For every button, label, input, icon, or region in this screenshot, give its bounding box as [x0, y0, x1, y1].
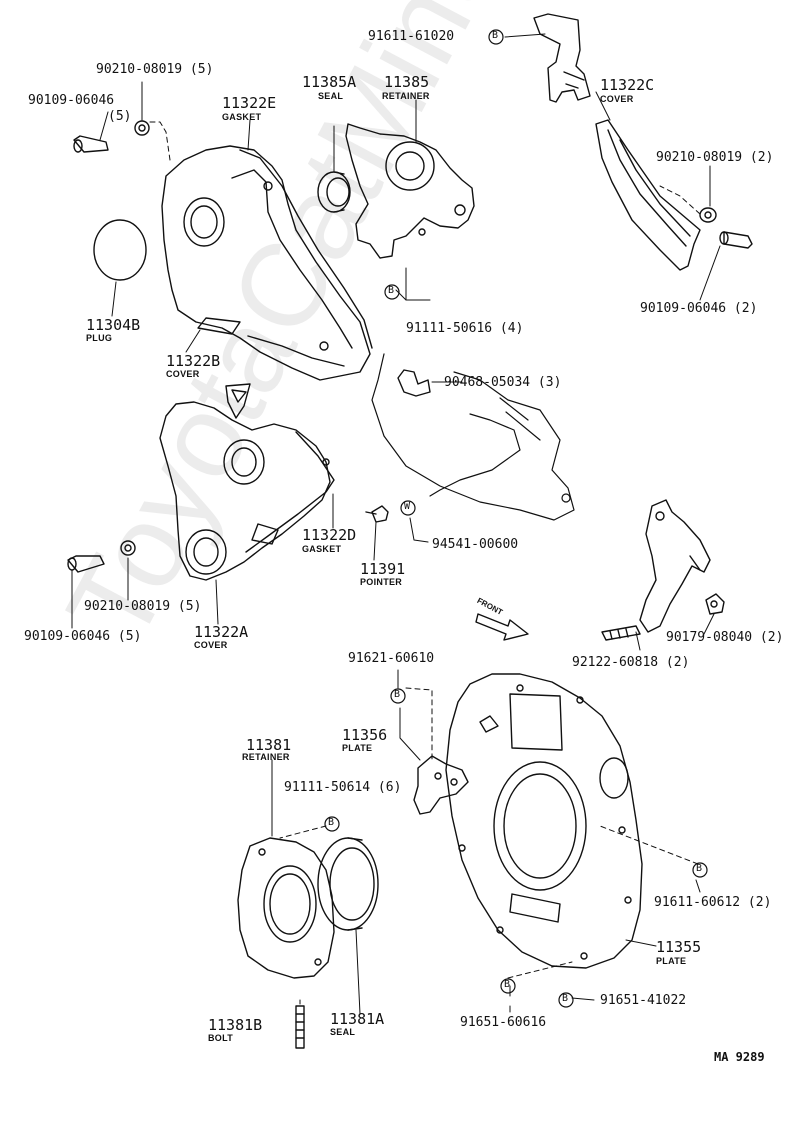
retainer-11381: [237, 837, 335, 979]
bracket-right-lower: [639, 499, 711, 633]
label-90210-08019-top: 90210-08019 (5): [96, 62, 214, 77]
callout-circles: [324, 29, 708, 1008]
front-arrow: [475, 613, 529, 641]
label-11385A: 11385A: [302, 73, 357, 91]
label-91111-50616: 91111-50616 (4): [406, 321, 524, 336]
leader-lines: [71, 33, 721, 1015]
callout-b-6: B: [504, 979, 511, 990]
retainer-11385: [345, 123, 475, 259]
desc-11381: RETAINER: [242, 752, 290, 762]
label-90109-06046-2: 90109-06046 (2): [640, 301, 758, 316]
bolt-90109-mid: [67, 555, 105, 573]
label-11322E: 11322E: [222, 94, 277, 112]
desc-11385: RETAINER: [382, 91, 430, 101]
label-11381: 11381: [246, 736, 292, 754]
callout-b-3: B: [394, 689, 401, 700]
desc-11355: PLATE: [656, 956, 687, 966]
label-91651-41022: 91651-41022: [600, 993, 687, 1008]
label-11322A: 11322A: [194, 623, 249, 641]
callout-w: W: [404, 501, 411, 512]
cover-11322C: [595, 119, 701, 271]
nut-90179: [705, 593, 725, 615]
callout-b-1: B: [492, 30, 499, 41]
stud-92122: [601, 625, 641, 641]
desc-11322A: COVER: [194, 640, 228, 650]
label-11391: 11391: [360, 560, 406, 578]
desc-11381A: SEAL: [330, 1027, 356, 1037]
washer-90210-right: [699, 207, 717, 223]
bolt-90109-top: [73, 135, 109, 153]
desc-11356: PLATE: [342, 743, 373, 753]
washer-90210-top: [134, 120, 150, 136]
label-11322C: 11322C: [600, 76, 655, 94]
label-92122-60818: 92122-60818 (2): [572, 655, 690, 670]
seal-11381A: [317, 837, 379, 931]
desc-11385A: SEAL: [318, 91, 344, 101]
clip-90468: [397, 369, 431, 397]
label-11385: 11385: [384, 73, 430, 91]
upper-bracket: [533, 13, 591, 103]
label-91111-50614: 91111-50614 (6): [284, 780, 402, 795]
desc-11322E: GASKET: [222, 112, 262, 122]
label-90179-08040: 90179-08040 (2): [666, 630, 784, 645]
desc-11304B: PLUG: [86, 333, 113, 343]
bolt-11381B: [295, 1005, 305, 1049]
engine-block-outline: [371, 353, 575, 521]
label-90468-05034: 90468-05034 (3): [444, 375, 562, 390]
callout-b-2: B: [388, 285, 395, 296]
label-90109-06046-top: 90109-06046: [28, 93, 115, 108]
desc-11322D: GASKET: [302, 544, 342, 554]
seal-11385A: [317, 171, 351, 213]
label-90210-08019-mid: 90210-08019 (5): [84, 599, 202, 614]
cover-11322B: [161, 145, 373, 381]
desc-11381B: BOLT: [208, 1033, 234, 1043]
cover-11322A: [159, 383, 335, 581]
desc-11322C: COVER: [600, 94, 634, 104]
label-11381A: 11381A: [330, 1010, 385, 1028]
plug-11304B: [93, 219, 147, 281]
pointer-11391: [365, 505, 389, 523]
plate-11356: [413, 755, 469, 815]
callout-b-7: B: [562, 993, 569, 1004]
callout-b-4: B: [328, 817, 335, 828]
desc-11391: POINTER: [360, 577, 403, 587]
end-plate-11355: [445, 673, 643, 969]
label-11304B: 11304B: [86, 316, 141, 334]
bolt-90109-right: [719, 231, 753, 249]
callout-b-5: B: [696, 863, 703, 874]
label-94541-00600: 94541-00600: [432, 537, 519, 552]
label-11356: 11356: [342, 726, 388, 744]
figure-code: MA 9289: [714, 1050, 765, 1064]
label-91651-60616: 91651-60616: [460, 1015, 547, 1030]
label-11322D: 11322D: [302, 526, 357, 544]
label-90210-08019-2: 90210-08019 (2): [656, 150, 774, 165]
label-11322B: 11322B: [166, 352, 221, 370]
label-11355: 11355: [656, 938, 702, 956]
label-90109-06046-top-qty: (5): [108, 109, 132, 124]
label-91611-60612: 91611-60612 (2): [654, 895, 772, 910]
desc-11322B: COVER: [166, 369, 200, 379]
label-91621-60610: 91621-60610: [348, 651, 435, 666]
label-91611-61020: 91611-61020: [368, 29, 455, 44]
label-90109-06046-mid: 90109-06046 (5): [24, 629, 142, 644]
label-11381B: 11381B: [208, 1016, 263, 1034]
washer-90210-mid: [120, 540, 136, 556]
